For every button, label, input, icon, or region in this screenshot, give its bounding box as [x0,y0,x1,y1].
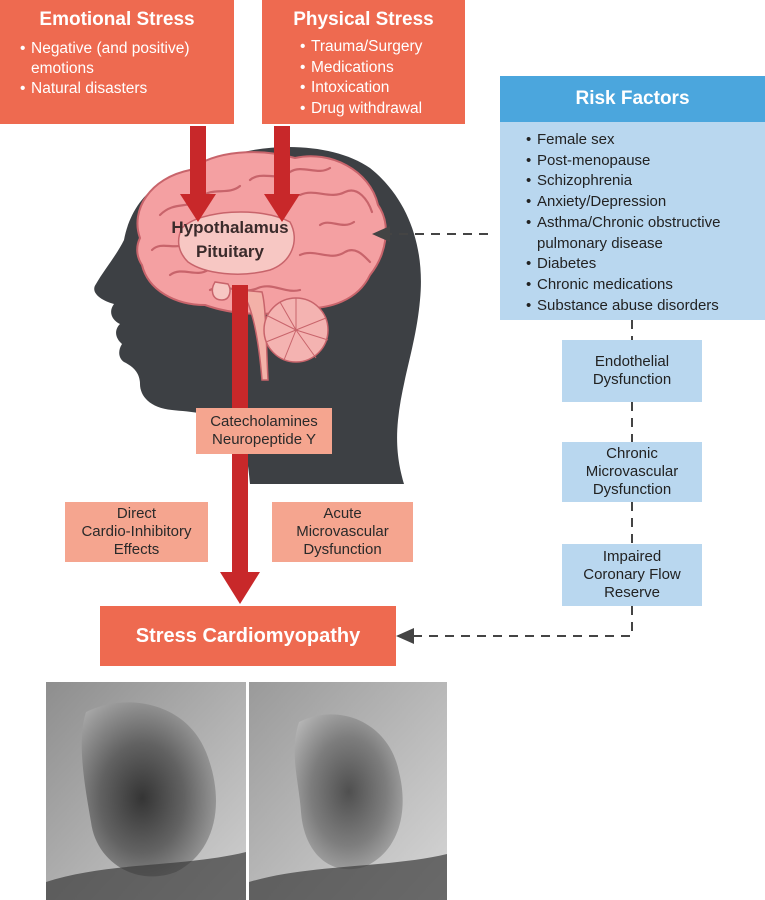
impaired-coronary-flow-box: Impaired Coronary Flow Reserve [562,544,702,606]
chain-line: Reserve [604,584,660,601]
angiogram-image-right [249,682,447,900]
effect-line: Dysfunction [303,541,382,558]
list-item: Trauma/Surgery [300,37,465,58]
brainstem [238,289,269,381]
effect-line: Cardio-Inhibitory [81,523,192,540]
chain-line: Dysfunction [592,481,672,498]
endothelial-dysfunction-box: Endothelial Dysfunction [562,340,702,402]
dashed-arrowheads [372,226,414,644]
list-item: Chronic medications [526,275,765,296]
pituitary-label: Pituitary [195,242,265,261]
risk-factors-box: Female sex Post-menopause Schizophrenia … [500,122,765,320]
hypothalamus-label: Hypothalamus [171,218,289,237]
physical-stress-box: Physical Stress Trauma/Surgery Medicatio… [262,0,465,124]
list-item: Post-menopause [526,151,765,172]
list-item: Schizophrenia [526,171,765,192]
list-item: Anxiety/Depression [526,192,765,213]
acute-microvascular-box: Acute Microvascular Dysfunction [272,502,413,562]
effect-line: Effects [113,541,160,558]
list-item: Female sex [526,130,765,151]
list-item: Diabetes [526,254,765,275]
mediator-catecholamines: Catecholamines [210,413,318,430]
list-item: Intoxication [300,78,465,99]
angiogram-image-left [46,682,246,900]
emotional-stress-title: Emotional Stress [39,9,195,30]
brain-gyri [150,166,374,292]
dashed-connectors [388,233,633,637]
physical-stress-list: Trauma/Surgery Medications Intoxication … [262,37,465,119]
physical-stress-title: Physical Stress [293,9,434,30]
mediator-neuropeptide: Neuropeptide Y [212,431,316,448]
stress-cardiomyopathy-box: Stress Cardiomyopathy [100,606,396,666]
chain-line: Coronary Flow [583,566,681,583]
list-item: Substance abuse disorders [526,296,765,317]
chain-line: Impaired [602,548,662,565]
chain-line: Microvascular [585,463,679,480]
list-item: Negative (and positive) emotions [20,39,234,79]
effect-line: Direct [116,505,157,522]
effect-line: Acute [323,505,362,522]
emotional-stress-box: Emotional Stress Negative (and positive)… [0,0,234,124]
inner-region [177,211,295,275]
chronic-microvascular-box: Chronic Microvascular Dysfunction [562,442,702,502]
chain-line: Endothelial [594,353,670,370]
list-item: Medications [300,58,465,79]
emotional-stress-list: Negative (and positive) emotions Natural… [0,39,234,99]
pituitary-gland [211,281,231,301]
risk-factors-header: Risk Factors [500,76,765,122]
list-item: Natural disasters [20,79,234,99]
chain-line: Dysfunction [592,371,672,388]
mediators-box: Catecholamines Neuropeptide Y [196,408,332,454]
risk-factors-list: Female sex Post-menopause Schizophrenia … [500,130,765,316]
stress-arrows [180,126,300,222]
direct-effects-box: Direct Cardio-Inhibitory Effects [65,502,208,562]
effect-line: Microvascular [296,523,389,540]
list-item: Drug withdrawal [300,99,465,120]
chain-line: Chronic [606,445,658,462]
list-item: Asthma/Chronic obstructive pulmonary dis… [526,213,765,254]
